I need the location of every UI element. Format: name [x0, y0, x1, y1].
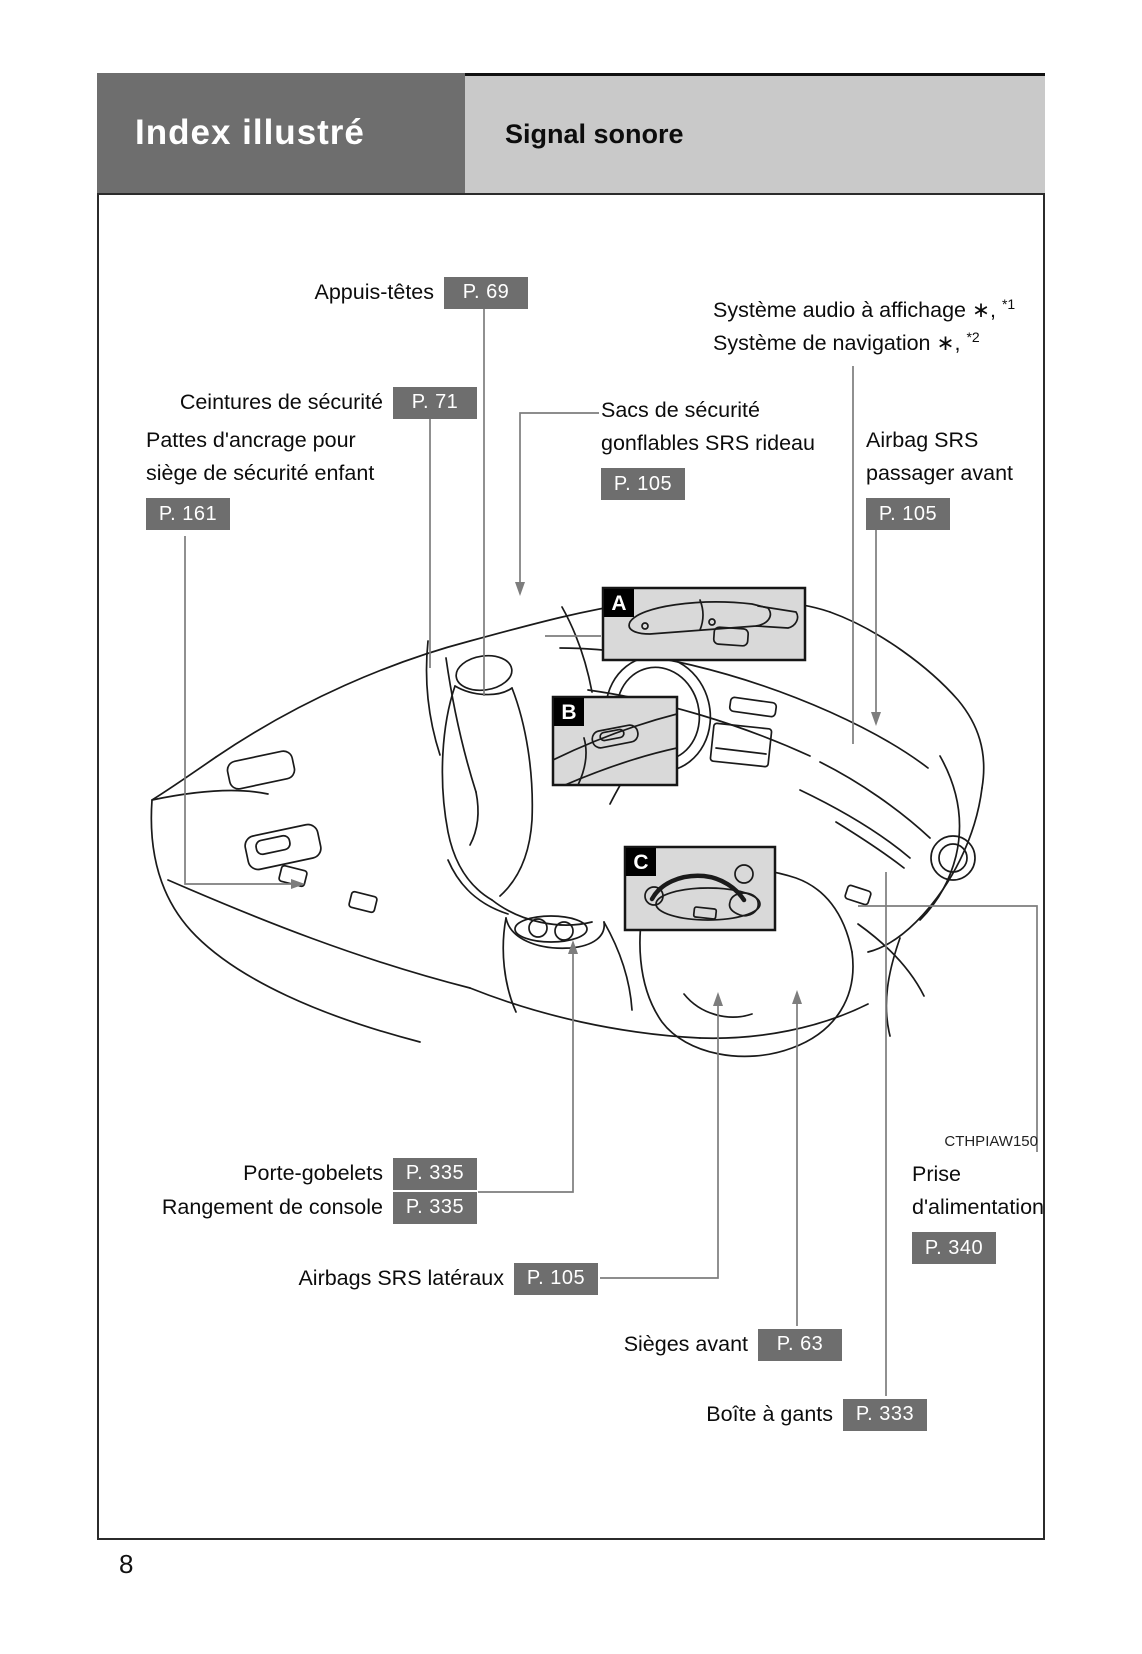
footnote-marker-1: *1 [1001, 295, 1016, 312]
appuis-tetes-text: Appuis-têtes [314, 280, 434, 304]
chapter-header-bar: Signal sonore [465, 73, 1045, 193]
boite-gants-page-ref[interactable]: P. 333 [843, 1398, 927, 1431]
sacs-page-ref[interactable]: P. 105 [601, 468, 685, 500]
footnote-marker-2: *2 [966, 328, 980, 345]
inset-b: B [551, 695, 679, 787]
chapter-subtitle: Signal sonore [505, 119, 684, 149]
audio-display [709, 722, 773, 768]
cup-holders [514, 915, 588, 943]
power-outlet [844, 884, 872, 906]
label-appuis-tetes: Appuis-têtes P. 69 [314, 276, 528, 309]
ceintures-text: Ceintures de sécurité [179, 390, 383, 414]
inset-b-label: B [561, 701, 576, 724]
inset-c: C [623, 845, 777, 932]
systeme-audio-line: Système audio à affichage ∗, *1 [713, 295, 1016, 322]
label-sieges-avant: Sièges avant P. 63 [624, 1328, 842, 1361]
seat-belt [445, 657, 477, 793]
inset-a: A [601, 586, 807, 662]
rangement-text: Rangement de console [161, 1195, 383, 1219]
label-systeme-audio-navigation: Système audio à affichage ∗, *1 Système … [713, 294, 1015, 360]
label-prise-alimentation: Prise d'alimentation P. 340 [912, 1158, 1044, 1264]
inset-c-label: C [633, 851, 648, 874]
center-console [502, 915, 633, 1013]
shift-lever [734, 864, 754, 884]
label-rangement-console: Rangement de console P. 335 [162, 1191, 477, 1224]
page-number: 8 [119, 1549, 134, 1579]
pattes-page-ref[interactable]: P. 161 [146, 498, 230, 530]
prise-page-ref[interactable]: P. 340 [912, 1232, 996, 1264]
rangement-page-ref[interactable]: P. 335 [393, 1191, 477, 1224]
airbags-lateraux-text: Airbags SRS latéraux [298, 1266, 504, 1290]
door-handle [591, 724, 639, 749]
parking-brake-lever [649, 873, 747, 903]
b-pillar [425, 640, 441, 756]
head-restraint [455, 654, 513, 692]
airbag-passager-page-ref[interactable]: P. 105 [866, 498, 950, 530]
label-porte-gobelets: Porte-gobelets P. 335 [243, 1157, 477, 1190]
label-sacs-rideau: Sacs de sécurité gonflables SRS rideau P… [601, 394, 815, 500]
driver-seat [441, 654, 593, 926]
systeme-navigation-line: Système de navigation ∗, *2 [713, 328, 980, 355]
label-boite-gants: Boîte à gants P. 333 [706, 1398, 927, 1431]
air-vent [728, 696, 778, 718]
cabin-drawing [150, 597, 985, 1058]
boite-gants-text: Boîte à gants [706, 1402, 833, 1426]
section-header: Index illustré [97, 73, 465, 193]
sieges-avant-text: Sièges avant [623, 1332, 748, 1356]
door-speaker [930, 835, 976, 881]
ceintures-page-ref[interactable]: P. 71 [393, 386, 477, 419]
content-frame [97, 193, 1045, 1540]
label-airbags-lateraux: Airbags SRS latéraux P. 105 [298, 1262, 598, 1295]
label-airbag-passager: Airbag SRS passager avant P. 105 [866, 424, 1013, 530]
section-title: Index illustré [135, 113, 365, 152]
label-pattes-ancrage: Pattes d'ancrage pour siège de sécurité … [146, 424, 374, 530]
porte-gobelets-text: Porte-gobelets [243, 1161, 383, 1185]
porte-gobelets-page-ref[interactable]: P. 335 [393, 1157, 477, 1190]
sieges-avant-page-ref[interactable]: P. 63 [758, 1328, 842, 1361]
rear-view-mirror [712, 626, 750, 647]
glove-box [835, 821, 905, 869]
appuis-tetes-page-ref[interactable]: P. 69 [444, 276, 528, 309]
label-ceintures: Ceintures de sécurité P. 71 [180, 386, 477, 419]
sun-visor [628, 601, 772, 635]
figure-code: CTHPIAW150 [944, 1133, 1038, 1150]
leader-lines [184, 309, 1038, 1396]
inset-a-label: A [611, 592, 626, 615]
airbags-lateraux-page-ref[interactable]: P. 105 [514, 1262, 598, 1295]
